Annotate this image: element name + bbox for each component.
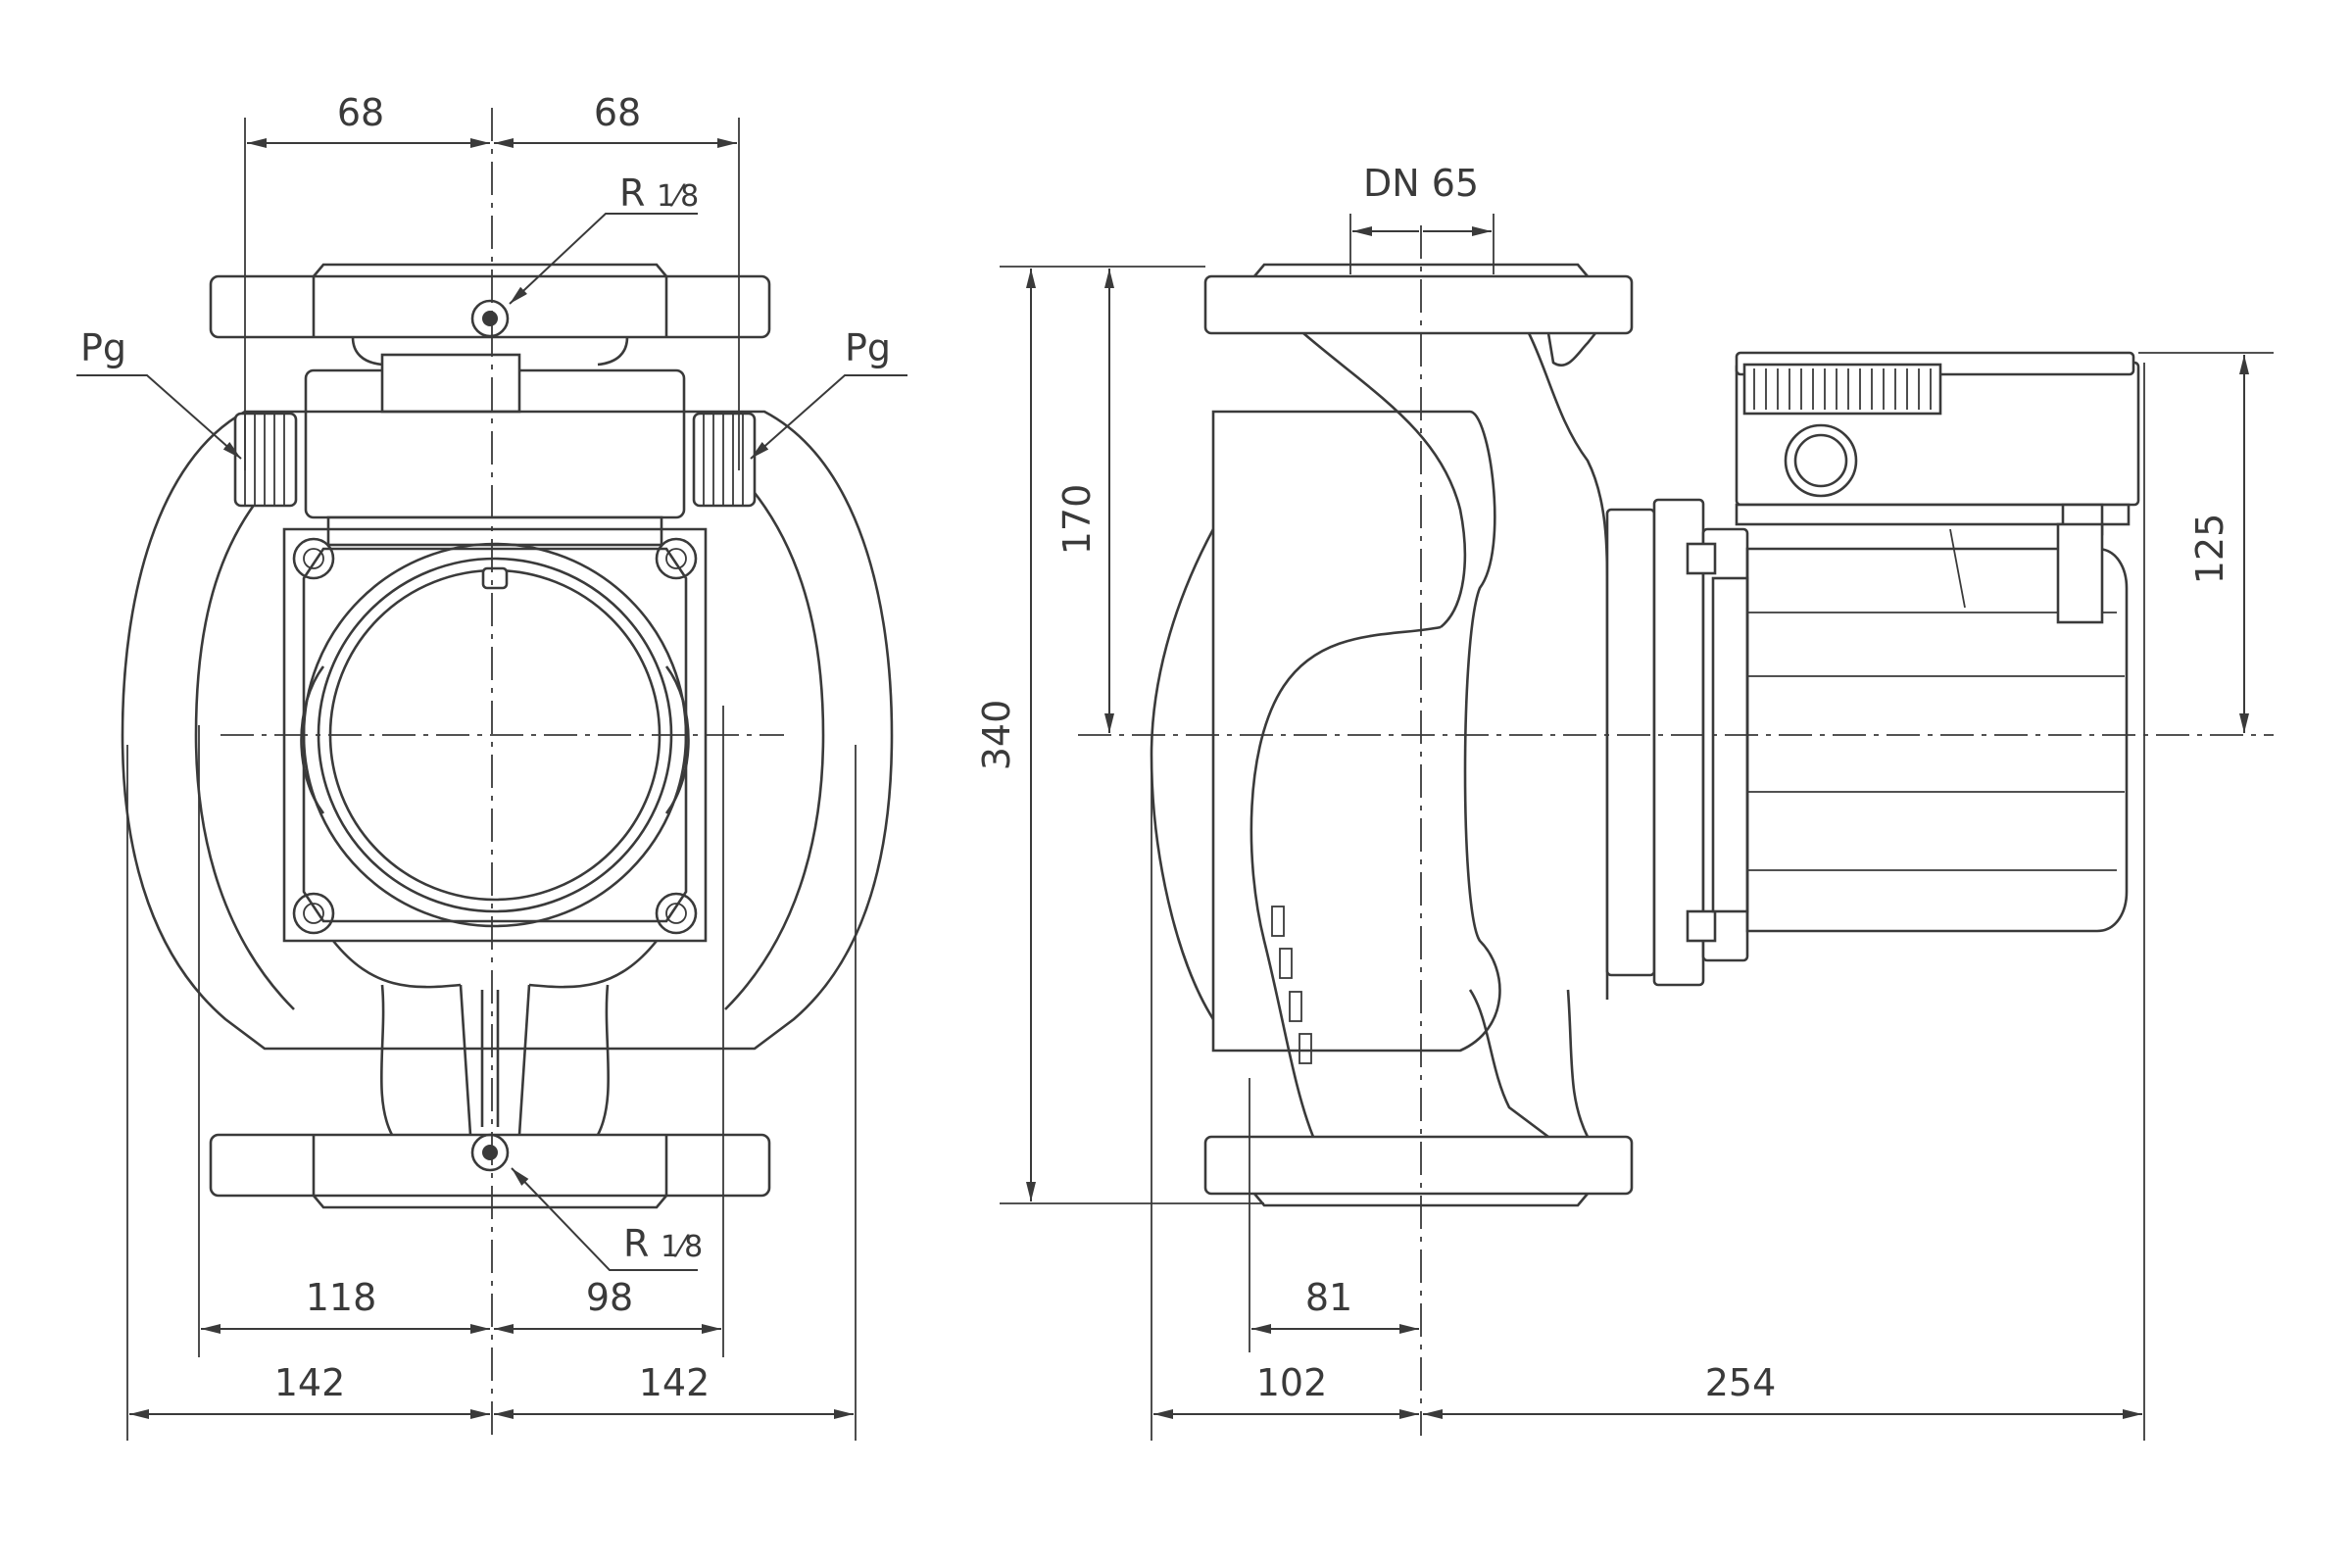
front-gland-left-label: Pg — [80, 326, 126, 369]
leader-vent-bottom — [511, 1167, 698, 1271]
front-top-flange — [209, 274, 771, 339]
front-gland-right-label: Pg — [845, 326, 891, 369]
front-vent-bottom-label: R — [623, 1222, 649, 1265]
front-bottom-flange — [209, 1133, 771, 1198]
front-top-right-dim: 68 — [594, 91, 641, 134]
front-vent-screw-top — [470, 299, 510, 338]
side-motor-length: 254 — [1705, 1361, 1777, 1404]
front-motor-flange — [282, 527, 708, 943]
side-pump-body — [1211, 410, 1501, 1053]
side-top-flange — [1203, 274, 1634, 335]
side-motor-body — [1745, 547, 2129, 933]
side-total-height: 340 — [975, 700, 1018, 771]
front-vent-top-label: R — [619, 172, 645, 215]
front-outer-left-dim: 142 — [274, 1361, 346, 1404]
front-inner-left-dim: 118 — [306, 1276, 377, 1319]
side-vanes — [1271, 906, 1312, 1064]
front-view: 68 68 R 1⁄8 Pg Pg R 1⁄8 118 98 142 142 — [76, 91, 907, 1441]
side-box-height: 125 — [2188, 514, 2231, 585]
side-terminal-box — [1735, 351, 2140, 536]
leader-vent-top — [509, 213, 698, 305]
front-cable-gland-left — [233, 412, 298, 508]
side-rear-length: 102 — [1256, 1361, 1328, 1404]
side-interface-flange — [1605, 508, 1656, 977]
front-housing-outline — [121, 410, 894, 1051]
leader-gland-left — [76, 374, 242, 460]
leader-gland-right — [750, 374, 907, 460]
front-inner-right-dim: 98 — [586, 1276, 633, 1319]
front-screws — [292, 537, 698, 935]
side-flange-offset: 81 — [1305, 1276, 1352, 1319]
side-nominal-diameter: DN 65 — [1363, 162, 1479, 205]
front-top-left-dim: 68 — [337, 91, 384, 134]
front-vent-top-fraction: 1⁄8 — [657, 179, 699, 214]
front-outer-right-dim: 142 — [639, 1361, 710, 1404]
side-half-height: 170 — [1055, 484, 1099, 556]
front-vent-screw-bottom — [470, 990, 510, 1172]
side-bottom-flange — [1203, 1135, 1634, 1196]
front-housing-inner — [194, 460, 825, 1010]
front-vent-bottom-fraction: 1⁄8 — [661, 1230, 703, 1264]
side-view: DN 65 340 170 125 81 102 254 — [975, 162, 2274, 1441]
front-cable-gland-right — [692, 412, 757, 508]
